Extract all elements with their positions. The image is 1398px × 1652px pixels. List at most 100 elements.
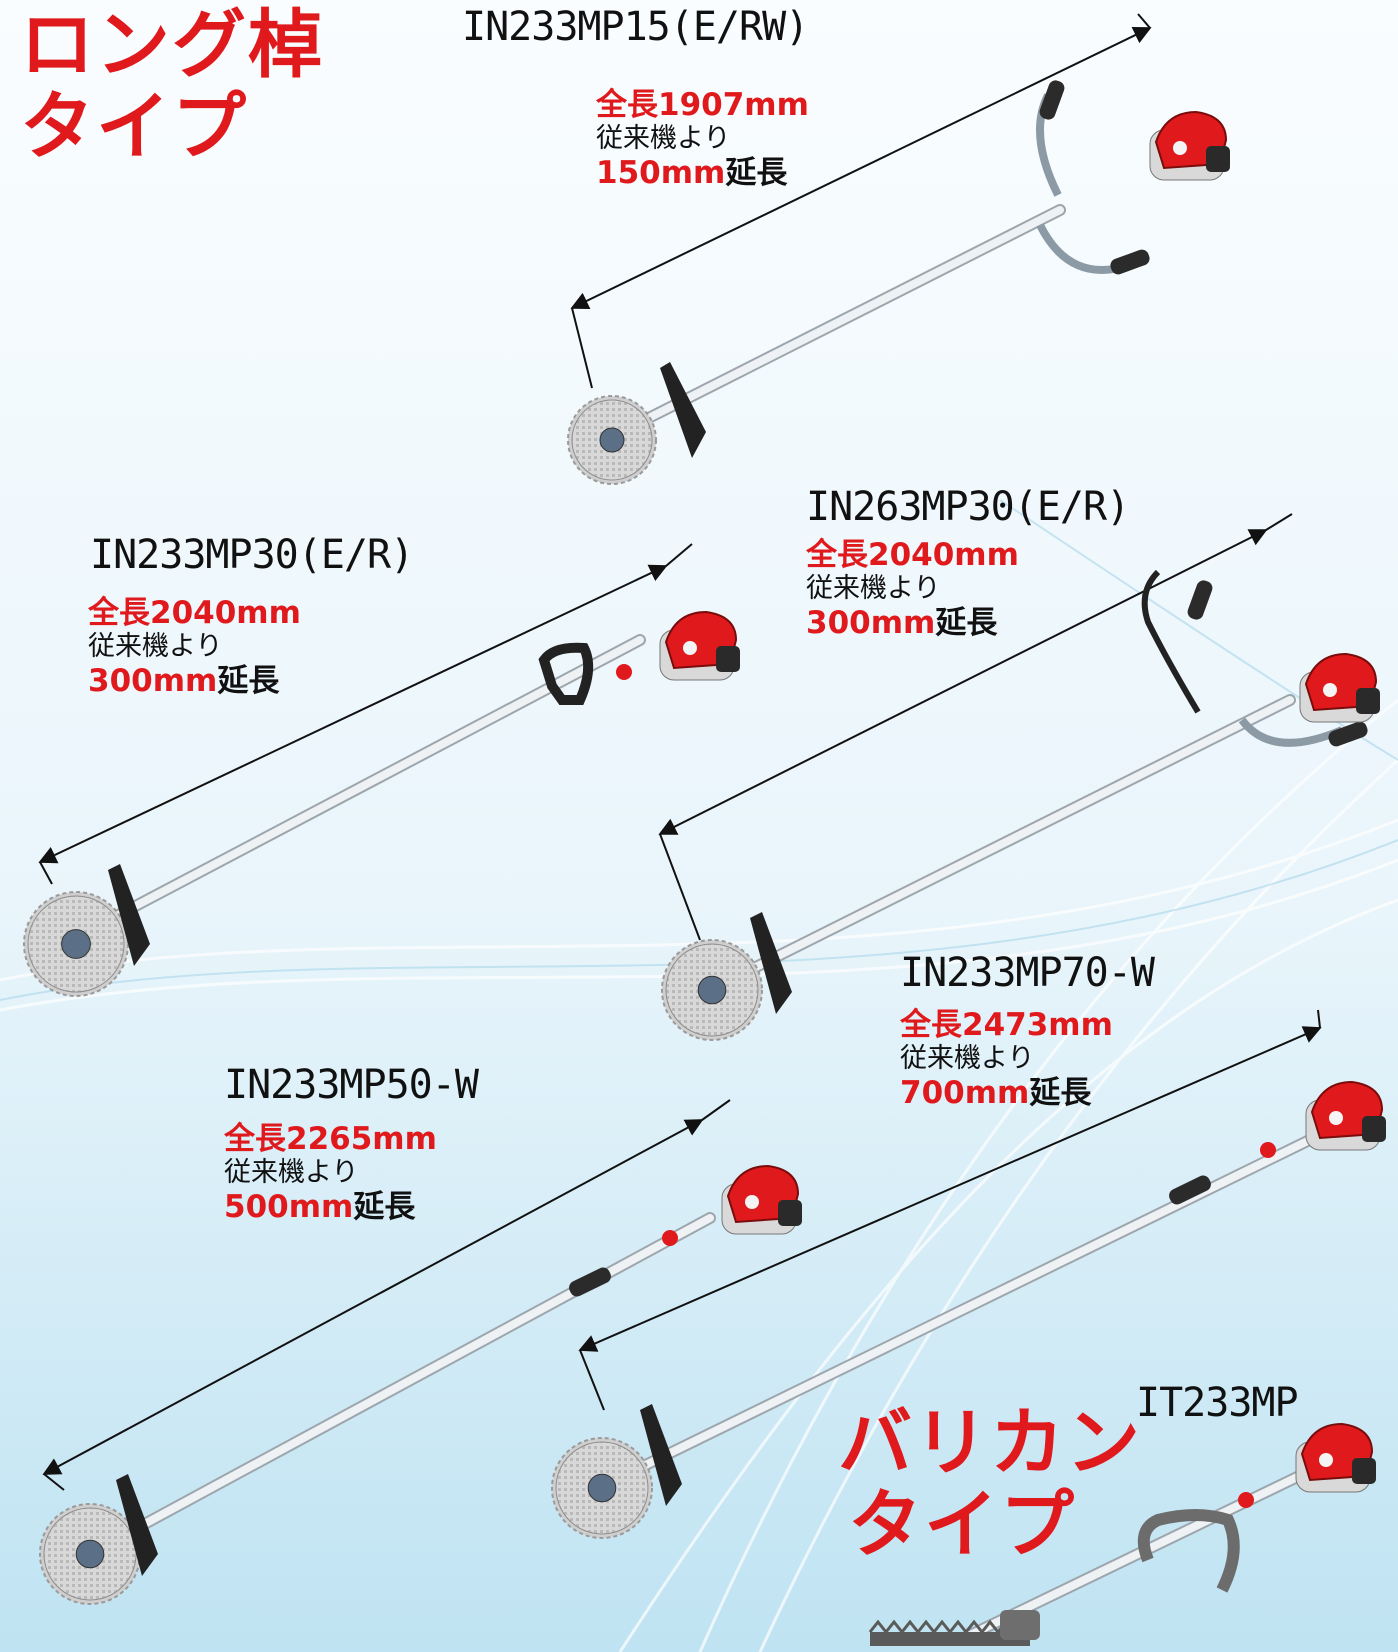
blade-hub-5	[75, 1539, 105, 1569]
fuel-tank-3	[1356, 688, 1380, 714]
blade-hub-4	[587, 1473, 617, 1503]
grip-rubber-4a	[1169, 1175, 1211, 1205]
dimension-extension-line-b-3	[659, 833, 701, 941]
blade-guard-5	[116, 1474, 158, 1576]
extension-value-2: 300mm	[88, 663, 218, 699]
throttle-5	[662, 1230, 678, 1246]
heading-hedge-trimmer-type: バリカン タイプ	[838, 1402, 1142, 1566]
extension-value-3: 300mm	[806, 605, 936, 641]
overall-length-2: 全長2040mm	[88, 595, 301, 631]
extension-3: 300mm延長	[806, 606, 1019, 640]
dimension-extension-line-a-4	[1317, 1009, 1321, 1029]
fuel-tank-6	[1352, 1458, 1376, 1484]
grip-1a	[1039, 80, 1065, 120]
throttle-6	[1238, 1492, 1254, 1508]
spec-block-1: 全長1907mm 従来機より 150mm延長	[596, 88, 809, 190]
heading-hedge-trimmer-line1: バリカン	[838, 1400, 1142, 1486]
blade-hub-3	[697, 975, 727, 1005]
loop-handle-6	[1137, 1509, 1240, 1593]
throttle-4	[1260, 1142, 1276, 1158]
engine-badge-1	[1173, 141, 1187, 155]
engine-badge-6	[1319, 1453, 1333, 1467]
extension-value-4: 700mm	[900, 1075, 1030, 1111]
shaft-5	[111, 1214, 714, 1544]
blade-hub-1	[599, 427, 625, 453]
extension-value-1: 150mm	[596, 155, 726, 191]
extension-1: 150mm延長	[596, 156, 809, 190]
grip-rubber-1b	[1110, 249, 1150, 275]
fuel-tank-2	[716, 646, 740, 672]
spec-block-2: 全長2040mm 従来機より 300mm延長	[88, 596, 301, 698]
grip-1b	[1110, 249, 1150, 275]
extension-word-4: 延長	[1029, 1075, 1092, 1111]
overall-length-1: 全長1907mm	[596, 87, 809, 123]
spec-block-4: 全長2473mm 従来機より 700mm延長	[900, 1008, 1113, 1110]
grip-rubber-3a	[1187, 580, 1213, 620]
engine-badge-2	[683, 641, 697, 655]
extension-word-3: 延長	[935, 605, 998, 641]
grip-5a	[569, 1267, 611, 1297]
grip-3a	[1187, 580, 1213, 620]
overall-length-4: 全長2473mm	[900, 1007, 1113, 1043]
model-name-3: IN263MP30(E/R)	[806, 484, 1130, 530]
grip-4a	[1169, 1175, 1211, 1205]
extension-word-1: 延長	[725, 155, 788, 191]
spec-block-5: 全長2265mm 従来機より 500mm延長	[224, 1122, 437, 1224]
dimension-extension-line-a-5	[701, 1099, 731, 1121]
grip-rubber-5a	[569, 1267, 611, 1297]
heading-long-pole-line1: ロング棹	[20, 2, 324, 88]
grip-rubber-3b	[1328, 721, 1368, 747]
engine-badge-5	[745, 1195, 759, 1209]
handle-cable-3	[1141, 569, 1201, 714]
dimension-extension-line-b-5	[43, 1473, 65, 1491]
heading-hedge-trimmer-line2: タイプ	[848, 1482, 1076, 1568]
extension-4: 700mm延長	[900, 1076, 1113, 1110]
loop-handle-2	[538, 642, 594, 705]
dimension-extension-line-b-4	[579, 1349, 605, 1411]
blade-guard-2	[108, 864, 150, 966]
comparison-1: 従来機より	[596, 123, 731, 154]
handle-bar-3	[1238, 717, 1344, 747]
extension-word-5: 延長	[353, 1189, 416, 1225]
extension-value-5: 500mm	[224, 1189, 354, 1225]
fuel-tank-5	[778, 1200, 802, 1226]
engine-badge-4	[1329, 1111, 1343, 1125]
shaft-3	[716, 696, 1294, 989]
heading-long-pole-type: ロング棹 タイプ	[20, 4, 324, 168]
dimension-arrow-2	[38, 564, 668, 864]
extension-5: 500mm延長	[224, 1190, 437, 1224]
overall-length-5: 全長2265mm	[224, 1121, 437, 1157]
blade-guard-3	[750, 912, 792, 1014]
throttle-2	[616, 664, 632, 680]
spec-block-3: 全長2040mm 従来機より 300mm延長	[806, 538, 1019, 640]
extension-word-2: 延長	[217, 663, 280, 699]
dimension-arrow-1	[570, 26, 1152, 310]
engine-badge-3	[1323, 683, 1337, 697]
overall-length-3: 全長2040mm	[806, 537, 1019, 573]
heading-long-pole-line2: タイプ	[20, 84, 248, 170]
dimension-extension-line-a-3	[1265, 513, 1293, 531]
model-name-5: IN233MP50-W	[224, 1062, 479, 1108]
dimension-extension-line-b-2	[39, 861, 53, 885]
fuel-tank-4	[1362, 1116, 1386, 1142]
dimension-extension-line-a-1	[1137, 13, 1151, 29]
blade-guard-1	[660, 362, 706, 458]
dimension-arrow-5	[42, 1119, 704, 1475]
blade-hub-2	[61, 929, 91, 959]
comparison-3: 従来機より	[806, 573, 941, 604]
grip-rubber-1a	[1039, 80, 1065, 120]
trimmer-bar-6	[870, 1632, 1030, 1646]
fuel-tank-1	[1206, 146, 1230, 172]
shaft-1	[621, 206, 1064, 434]
dimension-arrow-3	[658, 529, 1268, 835]
gearbox-6	[1000, 1610, 1040, 1640]
grip-3b	[1328, 721, 1368, 747]
extension-2: 300mm延長	[88, 664, 301, 698]
comparison-5: 従来機より	[224, 1157, 359, 1188]
model-name-2: IN233MP30(E/R)	[90, 532, 414, 578]
model-name-6: IT233MP	[1136, 1380, 1299, 1426]
shaft-4	[611, 1126, 1334, 1484]
dimension-extension-line-b-1	[571, 307, 593, 389]
model-name-4: IN233MP70-W	[900, 950, 1155, 996]
